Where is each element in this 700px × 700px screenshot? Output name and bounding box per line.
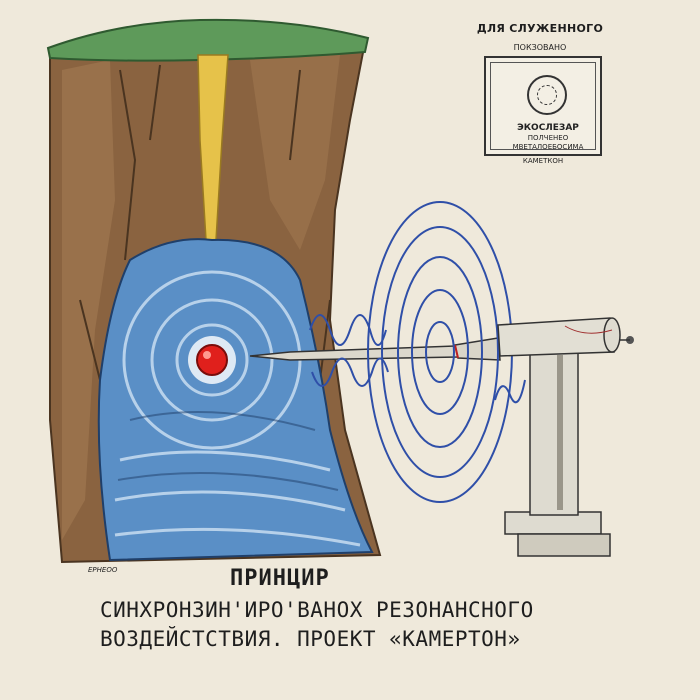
title-line-1: ПРИНЦИР: [230, 566, 330, 591]
stamp-inner-border: ЭКОСЛЕЗАР ПОЛЧЕНЕО МВЕТАЛОЕБОСИМА: [490, 62, 596, 151]
probe-rod: [249, 337, 501, 361]
classification-stamp: ЭКОСЛЕЗАР ПОЛЧЕНЕО МВЕТАЛОЕБОСИМА: [484, 56, 602, 156]
stamp-line-3: МВЕТАЛОЕБОСИМА: [512, 143, 584, 151]
title-line-3: ВОЗДЕЙСТСТВИЯ. ПРОЕКТ «КАМЕРТОН»: [100, 627, 521, 651]
artist-signature: ЕРНЕОО: [88, 566, 118, 574]
resonance-core: [188, 336, 236, 384]
stamp-line-1: ЭКОСЛЕЗАР: [517, 123, 579, 133]
stamp-footer: КАМЕТКОН: [522, 157, 564, 165]
title-line-2: СИНХРОНЗИН'ИРО'ВАНОХ РЕЗОНАНСНОГО: [100, 598, 534, 622]
stamp-line-2: ПОЛЧЕНЕО: [527, 134, 569, 142]
grass-layer: [46, 18, 370, 62]
sound-waves: [309, 201, 526, 503]
tuning-device: [497, 317, 634, 557]
seal-icon: [527, 75, 567, 115]
stamp-subheading: ПОКЗОВАНО: [513, 43, 567, 52]
stamp-heading: ДЛЯ СЛУЖЕННОГО: [476, 22, 604, 35]
